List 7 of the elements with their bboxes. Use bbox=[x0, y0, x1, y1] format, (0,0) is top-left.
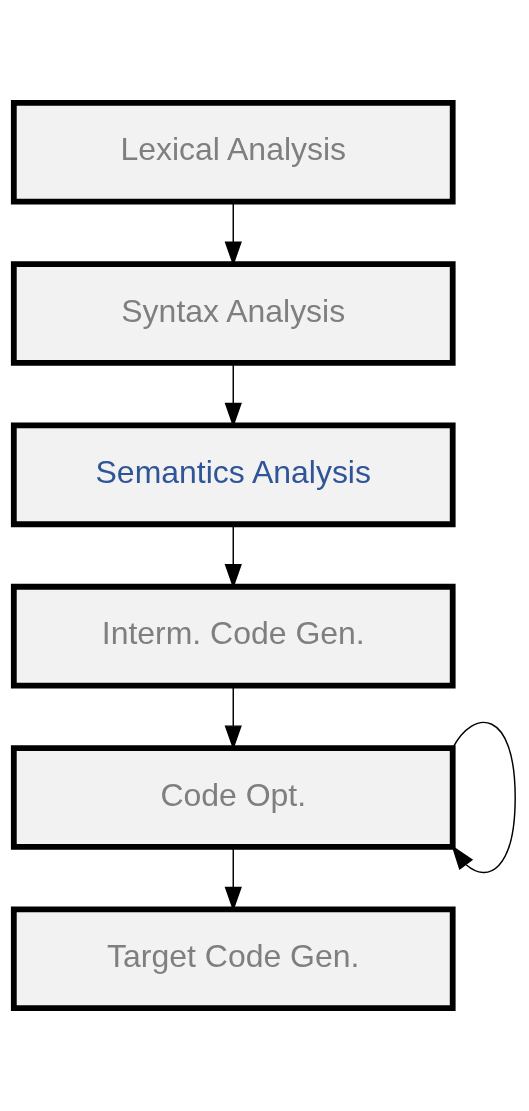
arrow bbox=[451, 721, 516, 874]
node-box: Semantics Analysis bbox=[10, 422, 456, 528]
node-box: Syntax Analysis bbox=[10, 261, 456, 366]
node-box: Code Opt. bbox=[10, 745, 456, 850]
node-box: Lexical Analysis bbox=[10, 99, 456, 205]
node-box: Target Code Gen. bbox=[10, 906, 456, 1012]
node-box: Interm. Code Gen. bbox=[10, 583, 456, 689]
